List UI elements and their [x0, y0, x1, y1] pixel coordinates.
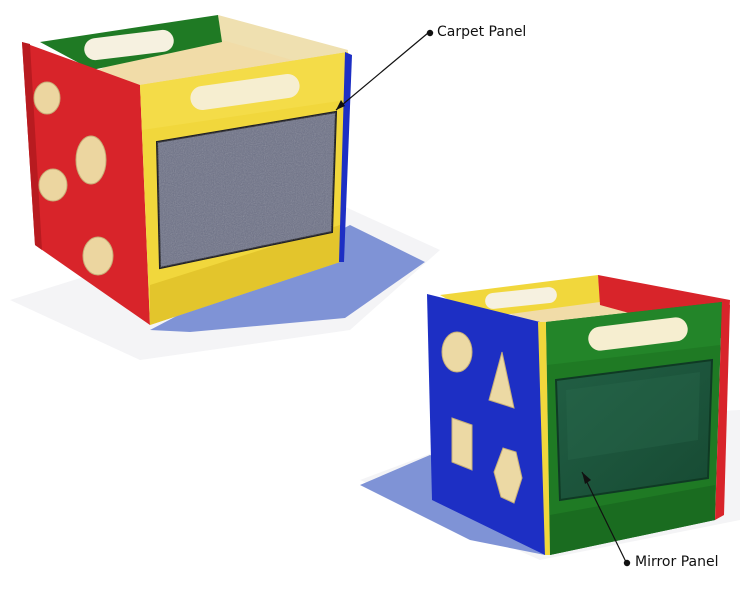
- green-panel-handle: [588, 317, 688, 351]
- mirror-callout-leader: [581, 471, 631, 567]
- climbing-hold-icon: [33, 81, 114, 276]
- carpet-texture: [157, 112, 336, 268]
- mirror-panel: [554, 358, 714, 502]
- blue-edge: [339, 52, 352, 262]
- yellow-lower-ledge: [150, 225, 340, 325]
- yellow-panel-handle: [190, 74, 300, 110]
- mirror-reflection: [566, 372, 700, 460]
- carpet-panel-label: Carpet Panel: [437, 24, 527, 40]
- climbing-hold-icon: [38, 168, 68, 202]
- red-edge: [715, 302, 730, 520]
- square-icon: [451, 417, 473, 471]
- carpet-cube: [10, 15, 440, 360]
- yellow-wall-handle: [485, 287, 557, 309]
- carpet-leader-line: [335, 32, 429, 111]
- circle-icon: [441, 331, 473, 373]
- mirror-leader-line: [581, 471, 627, 563]
- shape-cutouts: [441, 331, 523, 504]
- interior-floor: [98, 20, 345, 96]
- mirror-cube: [360, 275, 740, 560]
- red-side-panel: [22, 42, 150, 325]
- carpet-callout-leader: [335, 29, 434, 111]
- bullet-dot-icon: [426, 29, 434, 37]
- green-lower-ledge: [550, 485, 715, 555]
- arrow-head-icon: [336, 100, 345, 110]
- arrow-head-icon: [582, 472, 591, 484]
- hexagon-icon: [493, 447, 523, 504]
- mirror-panel-label: Mirror Panel: [635, 554, 719, 570]
- triangle-icon: [488, 351, 515, 409]
- green-wall-handle: [84, 29, 174, 61]
- bullet-dot-icon: [623, 559, 631, 567]
- climbing-hold-icon: [33, 81, 61, 115]
- climbing-hold-icon: [82, 236, 114, 276]
- red-panel-edge: [22, 42, 42, 250]
- climbing-hold-icon: [75, 135, 107, 185]
